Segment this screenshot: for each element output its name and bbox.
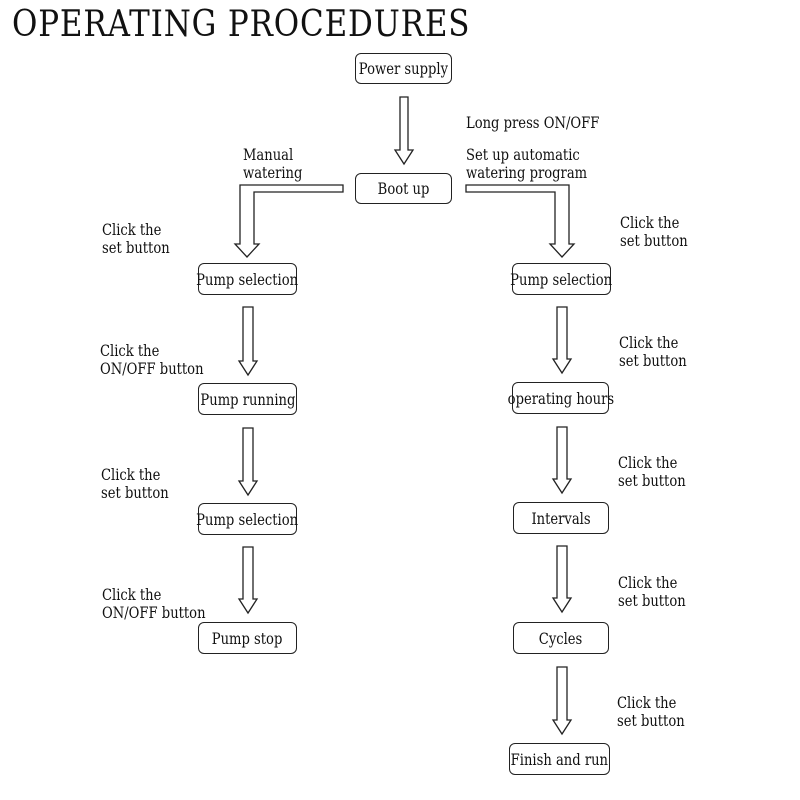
arrow-left-1 (237, 306, 259, 377)
node-label: Finish and run (510, 749, 609, 769)
arrow-right-3 (551, 545, 573, 614)
node-label: Pump stop (212, 628, 283, 648)
arrow-boot-to-right (465, 184, 576, 258)
arrow-right-2 (551, 426, 573, 495)
node-right-intervals: Intervals (513, 502, 609, 534)
node-label: Pump running (200, 389, 295, 409)
label-auto-line1: Set up automatic (466, 145, 580, 164)
arrow-left-2 (237, 427, 259, 497)
label-left-step-3-line2: set button (101, 483, 169, 502)
label-left-step-2-line2: ON/OFF button (100, 359, 204, 378)
label-right-step-1-line1: Click the (620, 213, 680, 232)
node-label: Pump selection (510, 269, 613, 289)
node-label: Intervals (531, 508, 591, 528)
label-auto-line2: watering program (466, 163, 588, 182)
node-left-pump-running: Pump running (198, 383, 297, 415)
label-right-step-2-line2: set button (619, 351, 687, 370)
node-left-pump-stop: Pump stop (198, 622, 297, 654)
node-boot-up-label: Boot up (377, 179, 430, 198)
label-right-step-4-line2: set button (618, 591, 686, 610)
node-label: Cycles (539, 628, 583, 648)
label-long-press: Long press ON/OFF (466, 113, 600, 132)
arrow-power-to-boot (393, 96, 415, 166)
label-left-step-4-line2: ON/OFF button (102, 603, 206, 622)
label-right-step-4-line1: Click the (618, 573, 678, 592)
arrow-left-3 (237, 546, 259, 615)
label-manual-line1: Manual (243, 145, 294, 164)
node-left-pump-selection-2: Pump selection (196, 503, 299, 535)
arrow-right-4 (551, 666, 573, 736)
label-manual-line2: watering (243, 163, 303, 182)
label-left-step-1-line2: set button (102, 238, 170, 257)
node-right-cycles: Cycles (513, 622, 609, 654)
label-left-step-4-line1: Click the (102, 585, 162, 604)
label-right-step-1-line2: set button (620, 231, 688, 250)
label-left-step-3-line1: Click the (101, 465, 161, 484)
node-label: Pump selection (196, 269, 299, 289)
label-left-step-1-line1: Click the (102, 220, 162, 239)
node-right-finish-and-run: Finish and run (509, 743, 610, 775)
label-right-step-3-line1: Click the (618, 453, 678, 472)
node-power-supply: Power supply (355, 53, 452, 84)
arrow-boot-to-left (233, 184, 344, 258)
label-right-step-2-line1: Click the (619, 333, 679, 352)
label-right-step-5-line1: Click the (617, 693, 677, 712)
node-right-operating-hours: operating hours (507, 382, 614, 414)
label-right-step-3-line2: set button (618, 471, 686, 490)
label-right-step-5-line2: set button (617, 711, 685, 730)
node-power-supply-label: Power supply (358, 59, 449, 78)
node-right-pump-selection: Pump selection (510, 263, 613, 295)
node-label: Pump selection (196, 509, 299, 529)
page-title: OPERATING PROCEDURES (12, 4, 471, 45)
node-boot-up: Boot up (355, 173, 452, 204)
label-left-step-2-line1: Click the (100, 341, 160, 360)
arrow-right-1 (551, 306, 573, 375)
node-label: operating hours (507, 388, 614, 408)
node-left-pump-selection: Pump selection (196, 263, 299, 295)
